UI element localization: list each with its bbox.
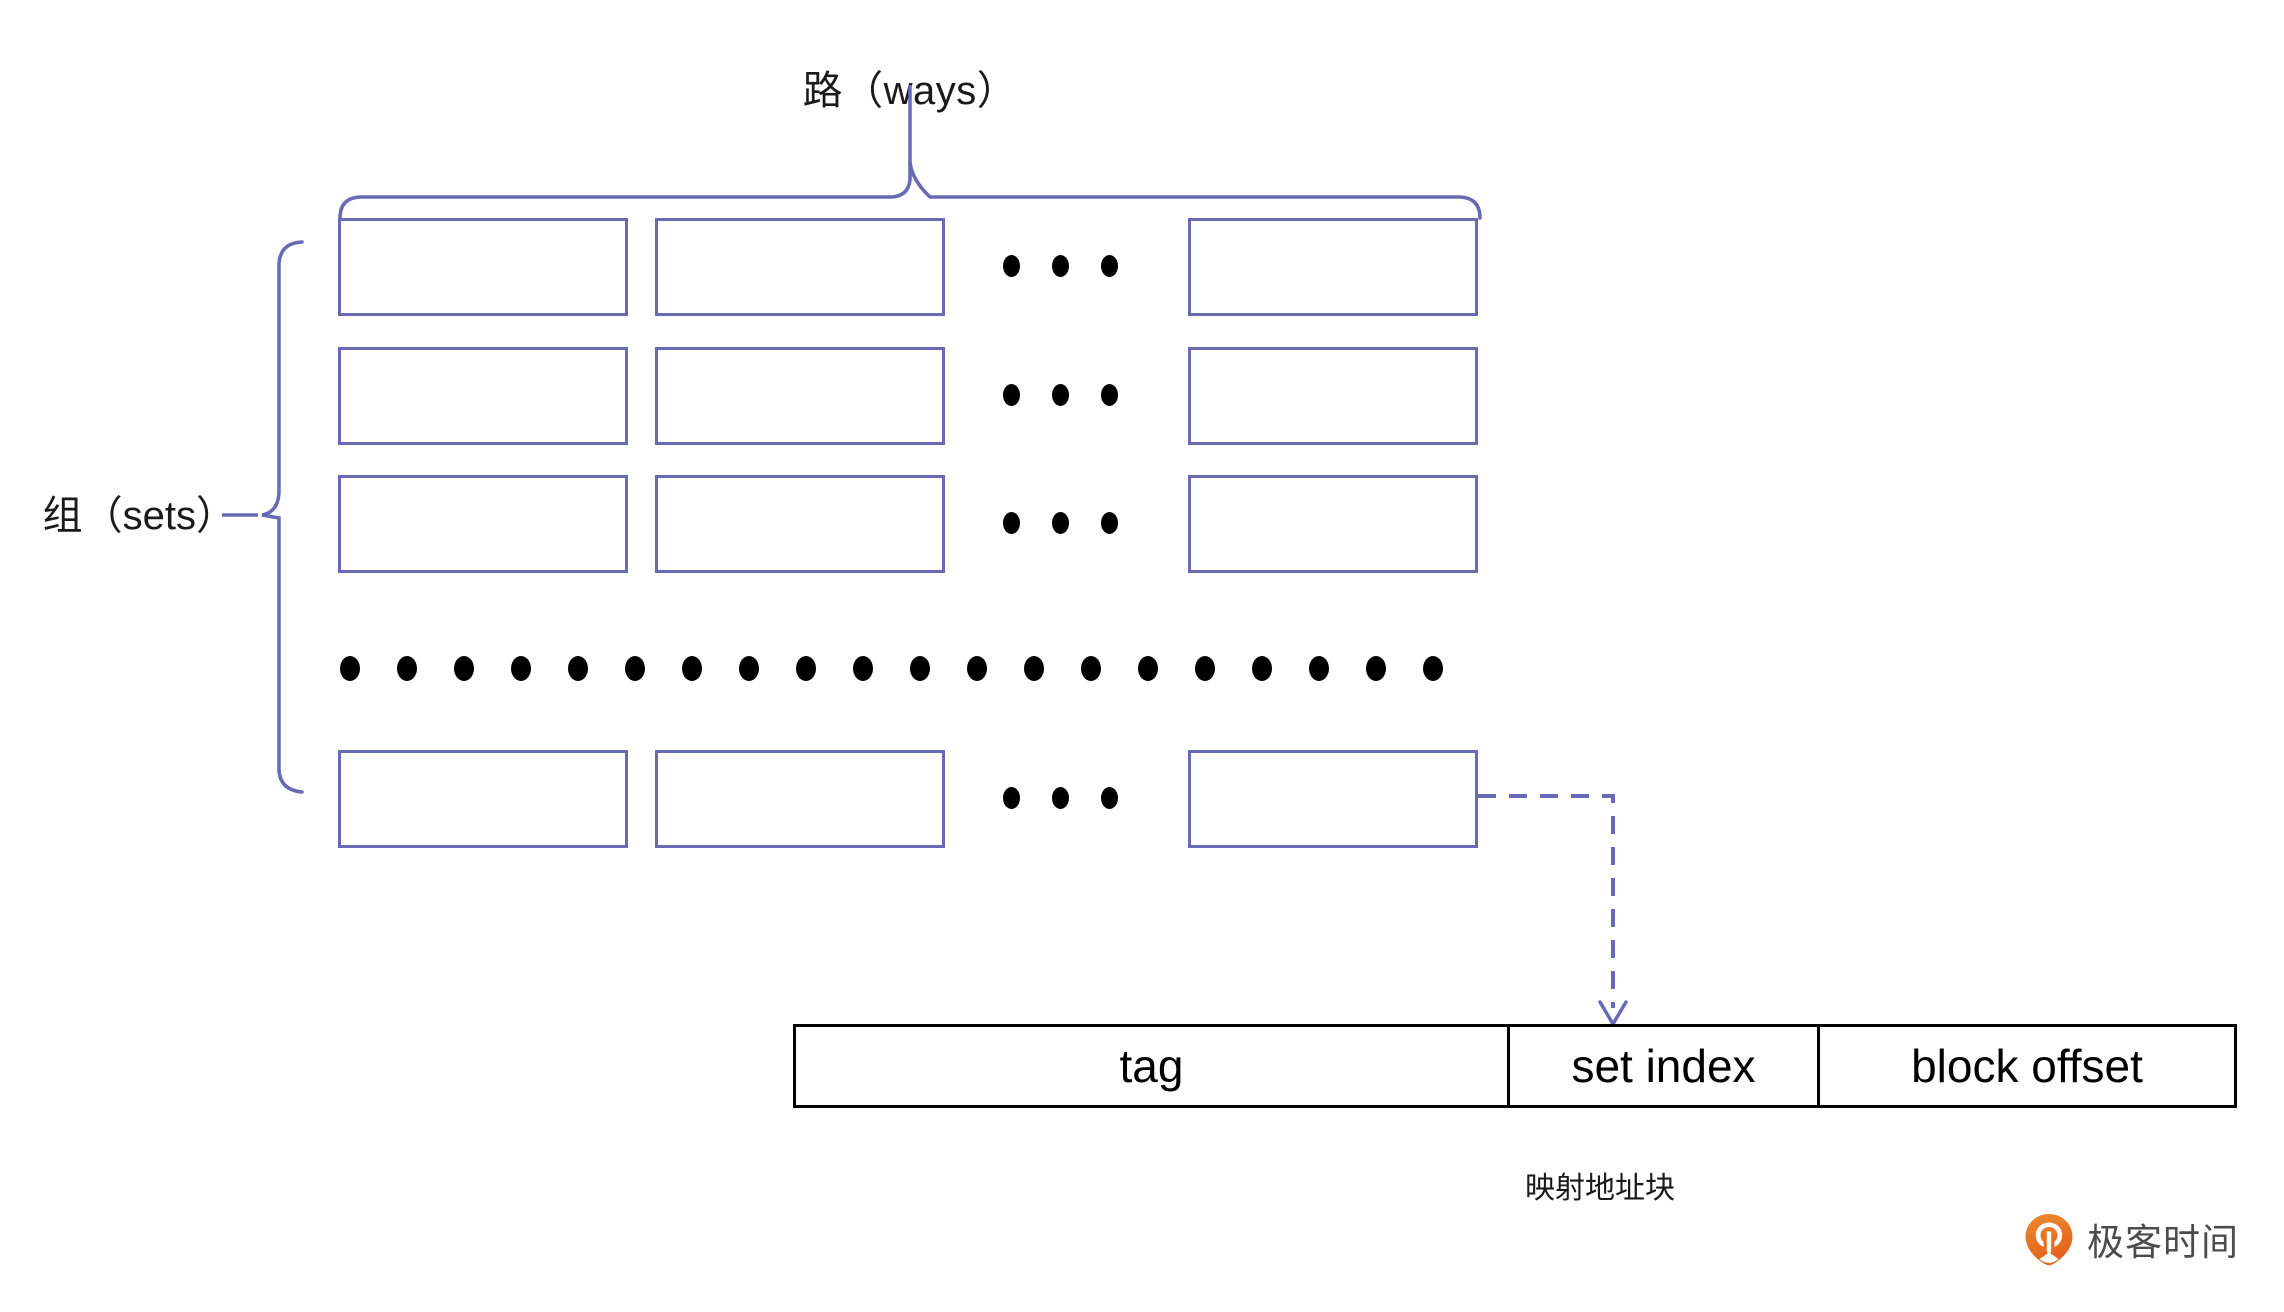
- cache-cell[interactable]: [655, 347, 945, 445]
- ellipsis-dot: [340, 656, 360, 681]
- ellipsis-dot: [1003, 512, 1020, 534]
- cache-cell[interactable]: [655, 475, 945, 573]
- column-ellipsis: [1003, 255, 1118, 277]
- cache-cell[interactable]: [338, 475, 628, 573]
- ellipsis-dot: [1101, 384, 1118, 406]
- ellipsis-dot: [1003, 787, 1020, 809]
- ways-brace: [338, 85, 1482, 220]
- cache-cell[interactable]: [338, 218, 628, 316]
- sets-brace: [222, 240, 304, 794]
- column-ellipsis: [1003, 512, 1118, 534]
- address-segment-set-index[interactable]: set index: [1507, 1027, 1817, 1105]
- address-segment-tag[interactable]: tag: [1119, 1040, 1184, 1092]
- cache-cell[interactable]: [1188, 475, 1478, 573]
- watermark-logo: 极客时间: [2022, 1212, 2239, 1266]
- ellipsis-dot: [682, 656, 702, 681]
- cache-cell[interactable]: [1188, 218, 1478, 316]
- ellipsis-dot: [1101, 255, 1118, 277]
- cache-cell-mapped[interactable]: [1188, 750, 1478, 848]
- ellipsis-dot: [739, 656, 759, 681]
- watermark-brand-text: 极客时间: [2087, 1222, 2239, 1263]
- mapping-dashed-arrow: [1478, 794, 1628, 1026]
- geektime-logo-icon: [2022, 1212, 2076, 1266]
- ellipsis-dot: [1081, 656, 1101, 681]
- cache-cell[interactable]: [1188, 347, 1478, 445]
- column-ellipsis: [1003, 384, 1118, 406]
- sets-label: 组（sets）: [42, 494, 236, 538]
- ellipsis-dot: [1052, 787, 1069, 809]
- ellipsis-dot: [454, 656, 474, 681]
- ellipsis-dot: [1052, 255, 1069, 277]
- ellipsis-dot: [397, 656, 417, 681]
- cache-cell[interactable]: [338, 347, 628, 445]
- ellipsis-dot: [1195, 656, 1215, 681]
- address-block: tag set index block offset: [793, 1024, 2237, 1108]
- ellipsis-dot: [1252, 656, 1272, 681]
- cache-cell[interactable]: [655, 218, 945, 316]
- ellipsis-dot: [1309, 656, 1329, 681]
- ellipsis-dot: [967, 656, 987, 681]
- ellipsis-dot: [910, 656, 930, 681]
- ellipsis-dot: [1024, 656, 1044, 681]
- ellipsis-dot: [1101, 512, 1118, 534]
- ellipsis-dot: [625, 656, 645, 681]
- ellipsis-dot: [1101, 787, 1118, 809]
- ellipsis-dot: [1003, 384, 1020, 406]
- row-ellipsis: [340, 656, 1443, 681]
- ellipsis-dot: [1003, 255, 1020, 277]
- cache-cell[interactable]: [338, 750, 628, 848]
- cache-cell[interactable]: [655, 750, 945, 848]
- ellipsis-dot: [1423, 656, 1443, 681]
- ellipsis-dot: [568, 656, 588, 681]
- ellipsis-dot: [1138, 656, 1158, 681]
- ellipsis-dot: [796, 656, 816, 681]
- ellipsis-dot: [1052, 384, 1069, 406]
- mapped-address-caption: 映射地址块: [1525, 1172, 1675, 1205]
- ellipsis-dot: [853, 656, 873, 681]
- ellipsis-dot: [1052, 512, 1069, 534]
- column-ellipsis: [1003, 787, 1118, 809]
- ellipsis-dot: [511, 656, 531, 681]
- ellipsis-dot: [1366, 656, 1386, 681]
- address-segment-block-offset[interactable]: block offset: [1817, 1027, 2234, 1105]
